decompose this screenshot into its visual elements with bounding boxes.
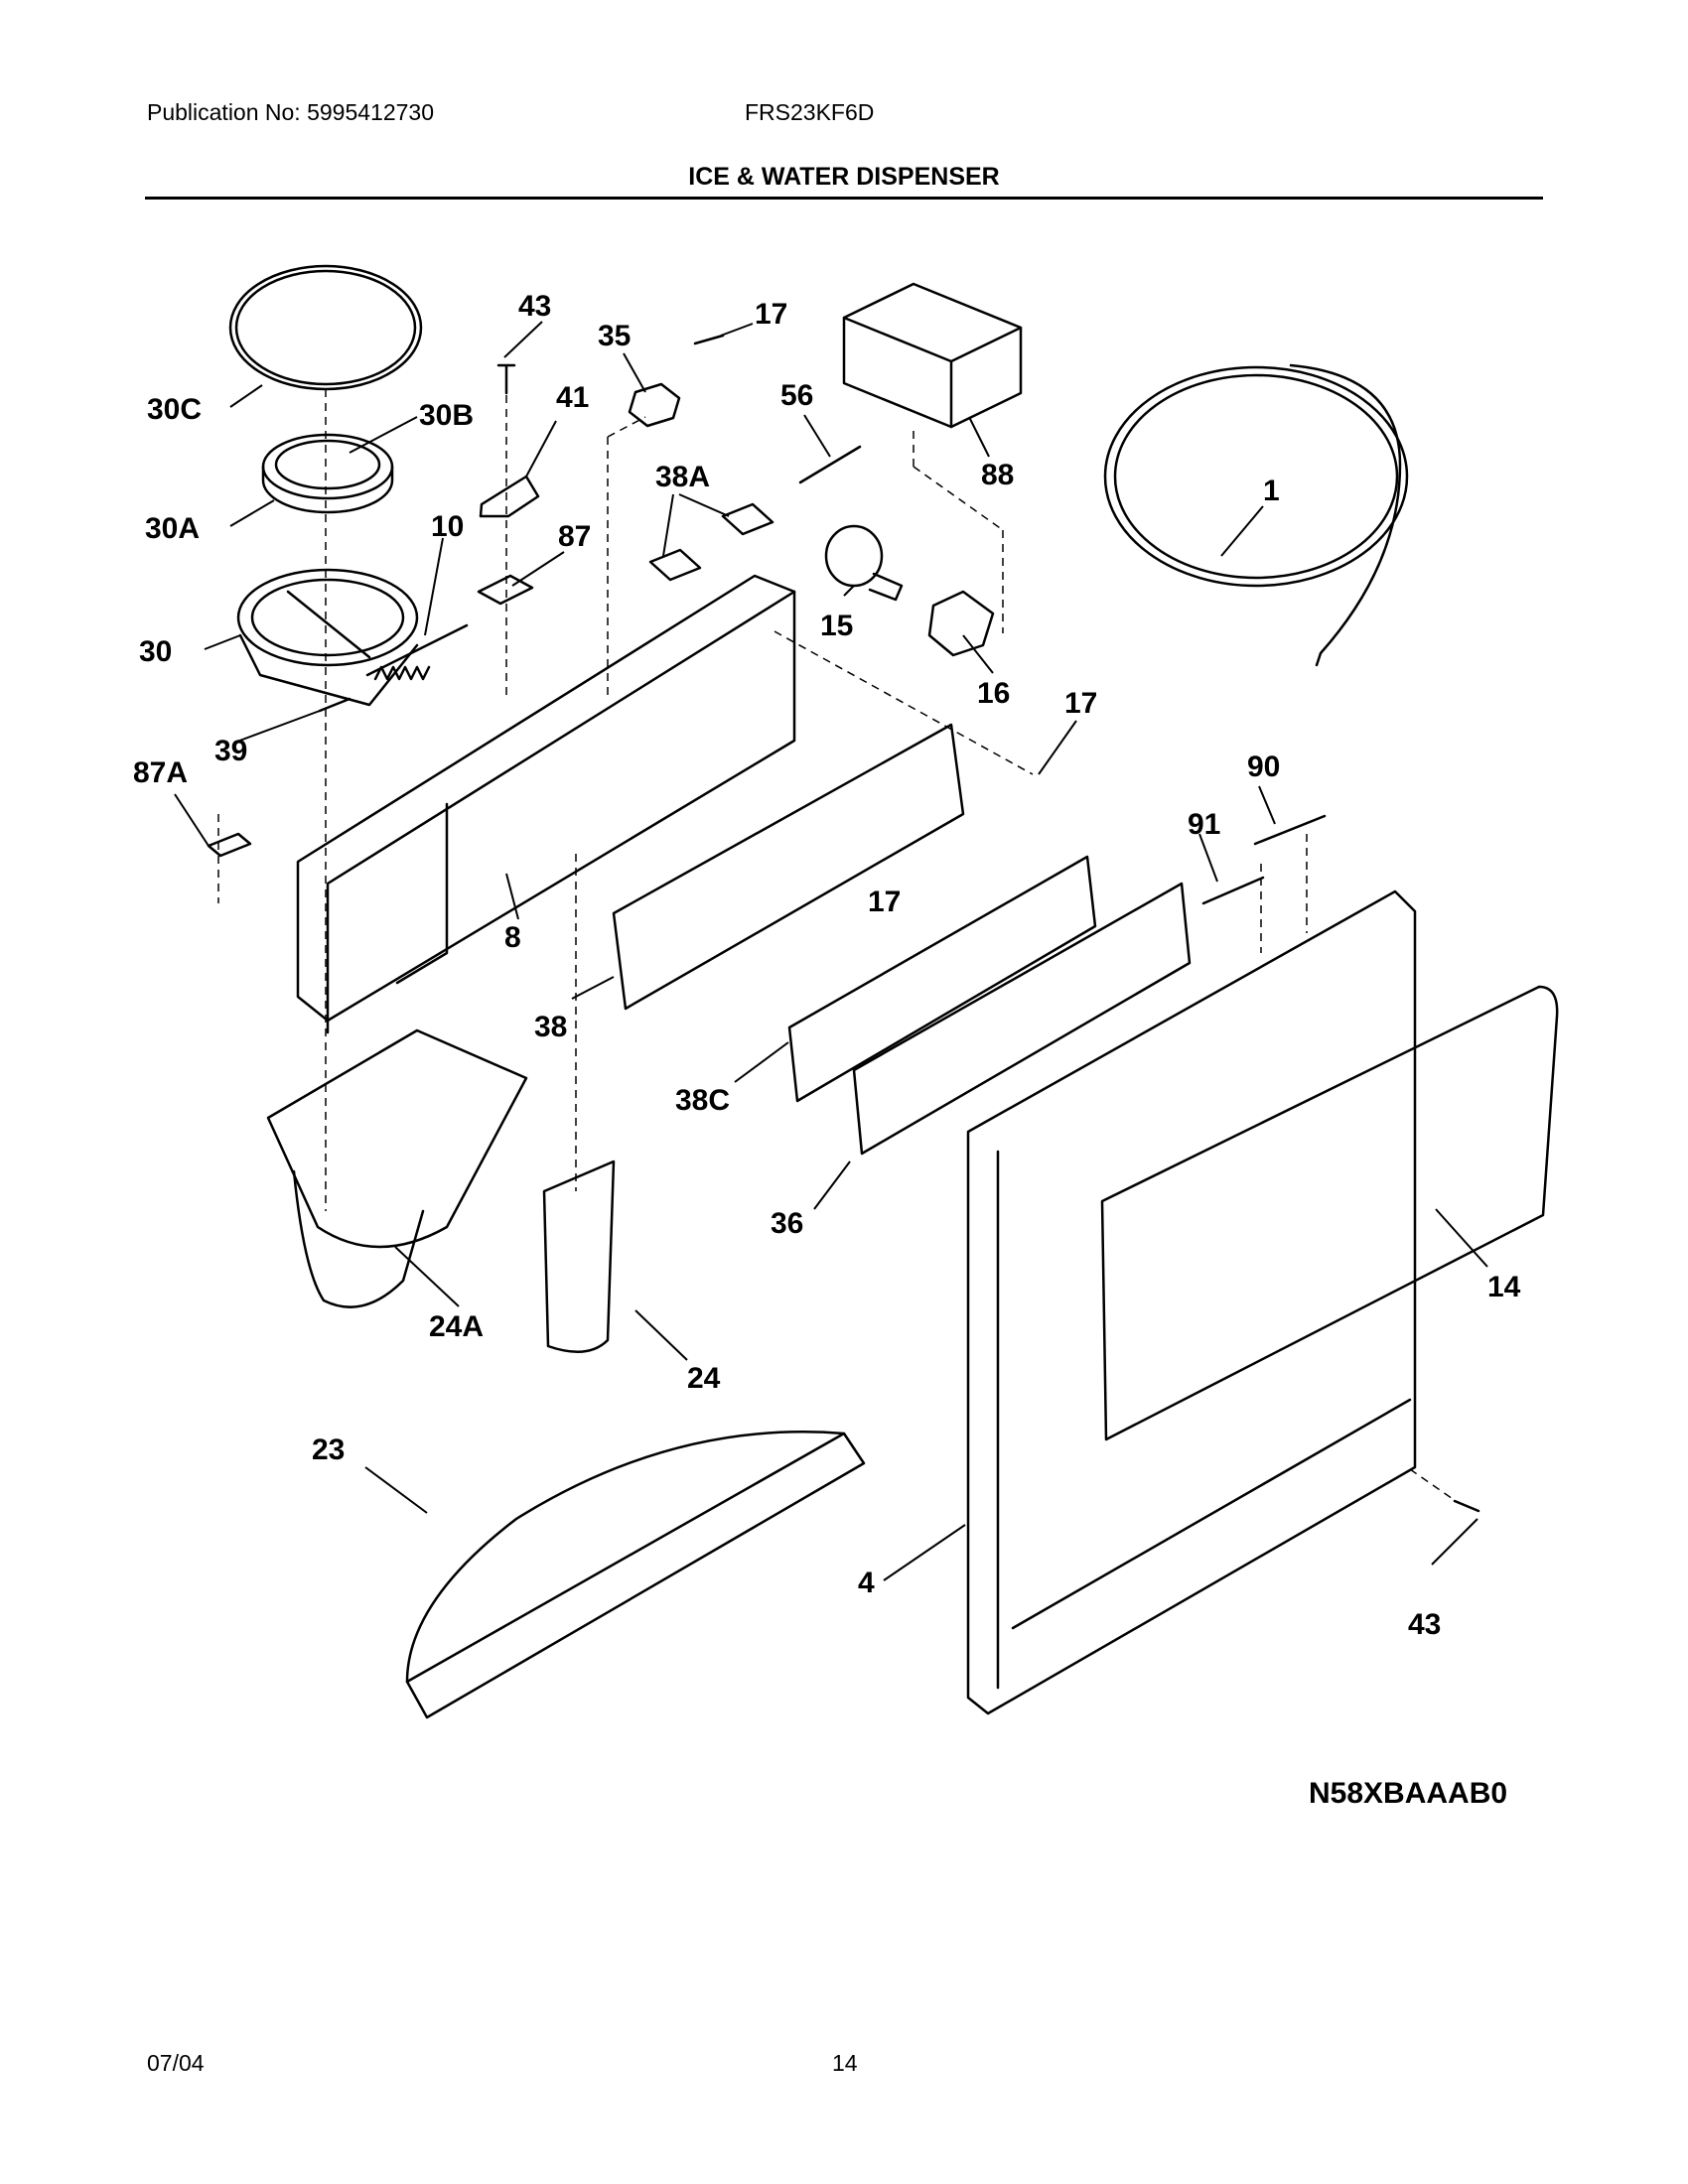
part-38a-switch-right xyxy=(721,502,774,536)
part-43-screw xyxy=(496,363,516,395)
part-36-button-bracket xyxy=(852,882,1192,1156)
part-8-dispenser-housing xyxy=(296,574,796,1034)
callout-8: 8 xyxy=(504,921,521,954)
callout-38: 38 xyxy=(534,1011,567,1043)
callout-24a: 24A xyxy=(429,1310,484,1343)
part-30c-gasket xyxy=(228,264,423,391)
part-38-control-board xyxy=(612,723,965,1011)
part-30a-cap xyxy=(261,433,394,514)
callout-43-bottom: 43 xyxy=(1408,1608,1441,1641)
part-24a-funnel xyxy=(266,1028,528,1308)
diagram-code: N58XBAAAB0 xyxy=(1309,1777,1508,1810)
part-16-socket xyxy=(927,590,995,657)
part-43-screw-bottom xyxy=(1453,1499,1480,1513)
callout-87: 87 xyxy=(558,520,591,553)
part-88-module xyxy=(842,282,1023,429)
part-30-ice-chute-ring xyxy=(236,568,419,707)
callout-30a: 30A xyxy=(145,512,200,545)
callout-17-top: 17 xyxy=(755,298,787,331)
callout-39: 39 xyxy=(214,735,247,767)
callout-30: 30 xyxy=(139,635,172,668)
callout-87a: 87A xyxy=(133,756,188,789)
part-4-dispenser-frame xyxy=(966,889,1417,1715)
page-title: ICE & WATER DISPENSER xyxy=(688,163,1000,191)
callout-4: 4 xyxy=(858,1567,875,1599)
callout-24: 24 xyxy=(687,1362,721,1395)
part-90-lever xyxy=(1253,814,1327,846)
callout-10: 10 xyxy=(431,510,464,543)
part-38c-interface-board xyxy=(787,855,1097,1103)
callout-56: 56 xyxy=(780,379,813,412)
callout-15: 15 xyxy=(820,610,853,642)
part-15-light-bulb xyxy=(824,524,904,602)
part-87-plate xyxy=(477,574,534,606)
part-41-bracket xyxy=(479,475,540,518)
part-10-spring xyxy=(365,623,469,681)
callout-90: 90 xyxy=(1247,751,1280,783)
part-35-switch xyxy=(628,382,681,428)
part-56-screw xyxy=(798,445,862,484)
page-number: 14 xyxy=(832,2050,858,2076)
part-91-lever xyxy=(1201,876,1265,905)
title-rule xyxy=(145,197,1543,200)
callout-30c: 30C xyxy=(147,393,202,426)
part-38a-switch-left xyxy=(648,548,702,582)
callout-38c: 38C xyxy=(675,1084,730,1117)
callout-43-top: 43 xyxy=(518,290,551,323)
part-1-water-tubing xyxy=(1103,363,1409,667)
footer-date: 07/04 xyxy=(147,2050,205,2076)
callout-88: 88 xyxy=(981,459,1014,491)
callout-91: 91 xyxy=(1188,808,1220,841)
callout-14: 14 xyxy=(1487,1271,1521,1303)
callout-23: 23 xyxy=(312,1433,345,1466)
part-39-pin xyxy=(318,697,352,713)
callout-16: 16 xyxy=(977,677,1010,710)
callout-36: 36 xyxy=(771,1207,803,1240)
callout-41: 41 xyxy=(556,381,589,414)
callout-1: 1 xyxy=(1263,475,1280,507)
model-number: FRS23KF6D xyxy=(745,99,875,125)
part-14-cover-panel xyxy=(1100,985,1559,1441)
part-17-screw xyxy=(693,334,725,345)
callout-17-right: 17 xyxy=(1064,687,1097,720)
callout-35: 35 xyxy=(598,320,631,352)
part-87a-plate xyxy=(207,832,252,858)
part-24-water-chute xyxy=(542,1160,616,1353)
part-23-drip-tray xyxy=(405,1431,866,1719)
callout-17-middle: 17 xyxy=(868,886,901,918)
publication-number: Publication No: 5995412730 xyxy=(147,99,435,125)
callout-38a: 38A xyxy=(655,461,710,493)
callout-30b: 30B xyxy=(419,399,474,432)
